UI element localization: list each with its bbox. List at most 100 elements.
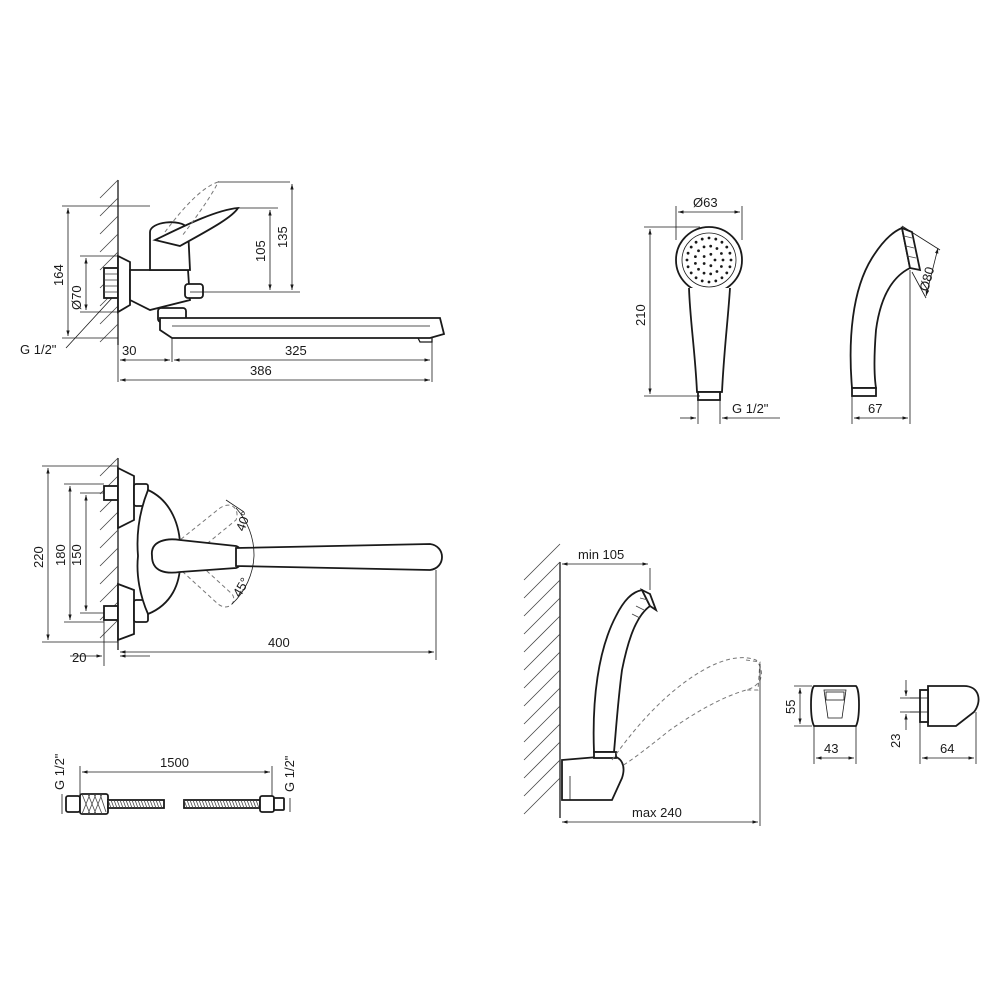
dim-164: 164 xyxy=(51,264,66,286)
hose-winding xyxy=(110,799,115,809)
wall-hatch-line xyxy=(523,759,561,797)
hose-winding xyxy=(125,799,130,809)
hose-winding xyxy=(119,799,124,809)
wall-hatch-line xyxy=(523,579,561,617)
dim-thread-shower: G 1/2" xyxy=(732,401,769,416)
nozzle-dot xyxy=(702,262,706,265)
nozzle-dot xyxy=(709,264,713,268)
hose-winding xyxy=(228,799,233,809)
wall-hatch-line xyxy=(523,705,561,743)
hose-winding xyxy=(210,799,215,809)
hose-winding xyxy=(195,799,200,809)
nozzle-dot xyxy=(715,270,719,273)
hose-winding xyxy=(149,799,154,809)
hose-winding xyxy=(216,799,221,809)
wall-hatch-line xyxy=(523,651,561,689)
dim-max-240: max 240 xyxy=(632,805,682,820)
nozzle-dot xyxy=(694,240,698,244)
nozzle-dot xyxy=(709,244,713,248)
hose-winding xyxy=(183,799,188,809)
nozzle-dot xyxy=(709,272,713,276)
nozzle-dot xyxy=(707,280,711,284)
nozzle-dot xyxy=(725,271,729,275)
nozzle-dot xyxy=(721,258,725,262)
hose-winding xyxy=(152,799,157,809)
hose-winding xyxy=(143,799,148,809)
hose-winding xyxy=(198,799,203,809)
nozzle-dot xyxy=(719,265,723,268)
nozzle-dot xyxy=(694,276,698,280)
nozzle-dot xyxy=(700,279,704,283)
hand-shower-views: Ø63 210 G 1/2" Ø80 67 xyxy=(633,195,941,424)
nozzle-dot xyxy=(685,258,689,262)
hose-winding xyxy=(237,799,242,809)
hose-winding xyxy=(243,799,248,809)
hose-winding xyxy=(252,799,257,809)
dim-135: 135 xyxy=(275,226,290,248)
dim-43: 43 xyxy=(824,741,838,756)
nozzle-dot xyxy=(702,271,706,275)
hose-winding xyxy=(240,799,245,809)
nozzle-dot xyxy=(697,249,700,253)
nozzle-dot xyxy=(694,255,697,259)
hose-winding xyxy=(122,799,127,809)
wall-hatch-line xyxy=(523,633,561,671)
nozzle-dot xyxy=(686,265,690,269)
hose-winding xyxy=(146,799,151,809)
dim-150: 150 xyxy=(69,544,84,566)
wall-hatch-line xyxy=(523,543,561,581)
hose-winding xyxy=(134,799,139,809)
nozzle-dot xyxy=(702,255,706,258)
hose-winding xyxy=(201,799,206,809)
hose-winding xyxy=(204,799,209,809)
dim-min-105: min 105 xyxy=(578,547,624,562)
nozzle-dot xyxy=(694,261,697,265)
hose-winding xyxy=(207,799,212,809)
dim-210: 210 xyxy=(633,304,648,326)
wall-hatch-line xyxy=(523,561,561,599)
dim-67: 67 xyxy=(868,401,882,416)
dim-thread-side: G 1/2" xyxy=(20,342,57,357)
hose-winding xyxy=(192,799,197,809)
nozzle-dot xyxy=(689,245,693,249)
nozzle-dot xyxy=(720,240,724,244)
nozzle-dot xyxy=(689,271,693,275)
hose-winding xyxy=(137,799,142,809)
dim-thread-hose-left: G 1/2" xyxy=(52,753,67,790)
hose-winding xyxy=(225,799,230,809)
nozzle-dot xyxy=(720,276,724,280)
shower-hose: 1500 G 1/2" G 1/2" xyxy=(52,753,297,815)
dim-1500: 1500 xyxy=(160,755,189,770)
hose-winding xyxy=(158,799,163,809)
hose-winding xyxy=(219,799,224,809)
dim-386: 386 xyxy=(250,363,272,378)
wall-hatch-line xyxy=(523,615,561,653)
dim-d63: Ø63 xyxy=(693,195,718,210)
hose-winding xyxy=(222,799,227,809)
nozzle-dot xyxy=(700,237,704,241)
dim-angle-40: 40° xyxy=(233,509,254,533)
dim-d80: Ø80 xyxy=(916,265,937,293)
wall-hatch-line xyxy=(523,723,561,761)
nozzle-dot xyxy=(702,245,706,249)
dim-64: 64 xyxy=(940,741,954,756)
nozzle-dot xyxy=(715,247,719,250)
holder-detail-views: 55 43 23 64 xyxy=(783,680,980,764)
dim-400: 400 xyxy=(268,635,290,650)
hose-winding xyxy=(116,799,121,809)
nozzle-dot xyxy=(686,251,690,255)
wall-hatch-line xyxy=(523,741,561,779)
wall-hatch-line xyxy=(523,687,561,725)
nozzle-dot xyxy=(707,236,711,240)
hose-winding xyxy=(113,799,118,809)
nozzle-dot xyxy=(728,265,732,269)
nozzle-dot xyxy=(714,279,718,283)
hose-winding xyxy=(255,799,260,809)
dim-d70: Ø70 xyxy=(69,285,84,310)
nozzle-dot xyxy=(697,267,700,271)
dim-20: 20 xyxy=(72,650,86,665)
dim-thread-hose-right: G 1/2" xyxy=(282,755,297,792)
wall-hatch-line xyxy=(523,597,561,635)
hose-winding xyxy=(107,799,112,809)
